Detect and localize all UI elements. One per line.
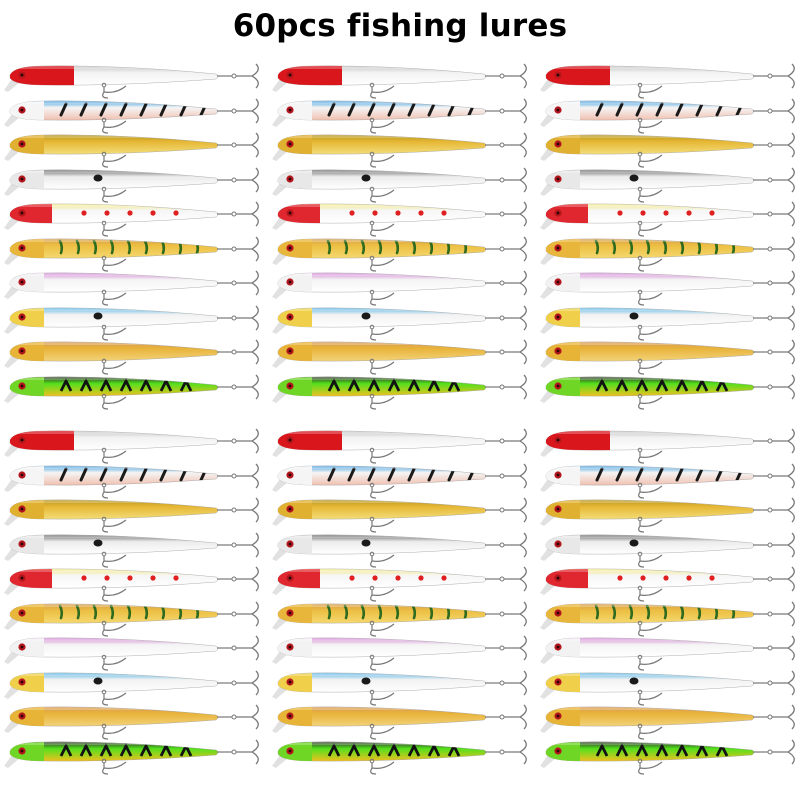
- lure-column: [272, 60, 537, 420]
- lure-red-head-red-dots: [540, 563, 800, 602]
- lure-column: [540, 60, 800, 420]
- lure-red-head-white: [4, 425, 269, 464]
- lure-firetiger-green: [272, 371, 537, 410]
- lure-blue-back-tiger: [540, 95, 800, 134]
- lure-red-head-red-dots: [540, 198, 800, 237]
- lure-gold: [4, 129, 269, 168]
- lure-column: [272, 425, 537, 785]
- lure-orange-gold: [540, 336, 800, 375]
- lure-gold: [540, 494, 800, 533]
- lure-block-top: [0, 60, 800, 430]
- lure-blue-back-tiger: [4, 95, 269, 134]
- lure-red-head-red-dots: [272, 563, 537, 602]
- lure-column: [540, 425, 800, 785]
- lure-silver-spot: [4, 164, 269, 203]
- lure-pink-back-white: [272, 632, 537, 671]
- lure-silver-spot: [4, 529, 269, 568]
- lure-yellow-tiger: [272, 598, 537, 637]
- lure-silver-spot: [272, 529, 537, 568]
- lure-silver-spot: [540, 164, 800, 203]
- lure-orange-gold: [272, 701, 537, 740]
- lure-blue-back-tiger: [540, 460, 800, 499]
- page-title: 60pcs fishing lures: [232, 8, 568, 44]
- lure-pink-back-white: [272, 267, 537, 306]
- lure-red-head-white: [540, 425, 800, 464]
- lure-firetiger-green: [540, 736, 800, 775]
- lure-red-head-red-dots: [4, 198, 269, 237]
- lure-column: [4, 60, 269, 420]
- lure-blue-back-tiger: [272, 460, 537, 499]
- lure-yellow-tiger: [540, 233, 800, 272]
- lure-red-head-red-dots: [4, 563, 269, 602]
- lure-firetiger-green: [4, 736, 269, 775]
- lure-gold: [272, 494, 537, 533]
- lure-pink-back-white: [4, 267, 269, 306]
- lure-blue-back-white-yellow-head: [272, 667, 537, 706]
- lure-blue-back-white-yellow-head: [540, 302, 800, 341]
- lure-red-head-red-dots: [272, 198, 537, 237]
- lure-firetiger-green: [4, 371, 269, 410]
- lure-blue-back-tiger: [272, 95, 537, 134]
- lure-orange-gold: [272, 336, 537, 375]
- lure-red-head-white: [4, 60, 269, 99]
- lure-block-bottom: [0, 425, 800, 795]
- lure-pink-back-white: [540, 267, 800, 306]
- lure-column: [4, 425, 269, 785]
- lure-yellow-tiger: [4, 598, 269, 637]
- lure-pink-back-white: [4, 632, 269, 671]
- lure-blue-back-tiger: [4, 460, 269, 499]
- lure-gold: [272, 129, 537, 168]
- lure-gold: [4, 494, 269, 533]
- lure-firetiger-green: [272, 736, 537, 775]
- lure-silver-spot: [272, 164, 537, 203]
- lure-yellow-tiger: [4, 233, 269, 272]
- lure-gold: [540, 129, 800, 168]
- lure-orange-gold: [4, 701, 269, 740]
- lure-blue-back-white-yellow-head: [4, 667, 269, 706]
- lure-red-head-white: [272, 425, 537, 464]
- lure-orange-gold: [540, 701, 800, 740]
- lure-red-head-white: [540, 60, 800, 99]
- lure-silver-spot: [540, 529, 800, 568]
- lure-yellow-tiger: [272, 233, 537, 272]
- lure-firetiger-green: [540, 371, 800, 410]
- lure-blue-back-white-yellow-head: [540, 667, 800, 706]
- lure-pink-back-white: [540, 632, 800, 671]
- lure-orange-gold: [4, 336, 269, 375]
- lure-red-head-white: [272, 60, 537, 99]
- lure-yellow-tiger: [540, 598, 800, 637]
- lure-blue-back-white-yellow-head: [272, 302, 537, 341]
- lure-blue-back-white-yellow-head: [4, 302, 269, 341]
